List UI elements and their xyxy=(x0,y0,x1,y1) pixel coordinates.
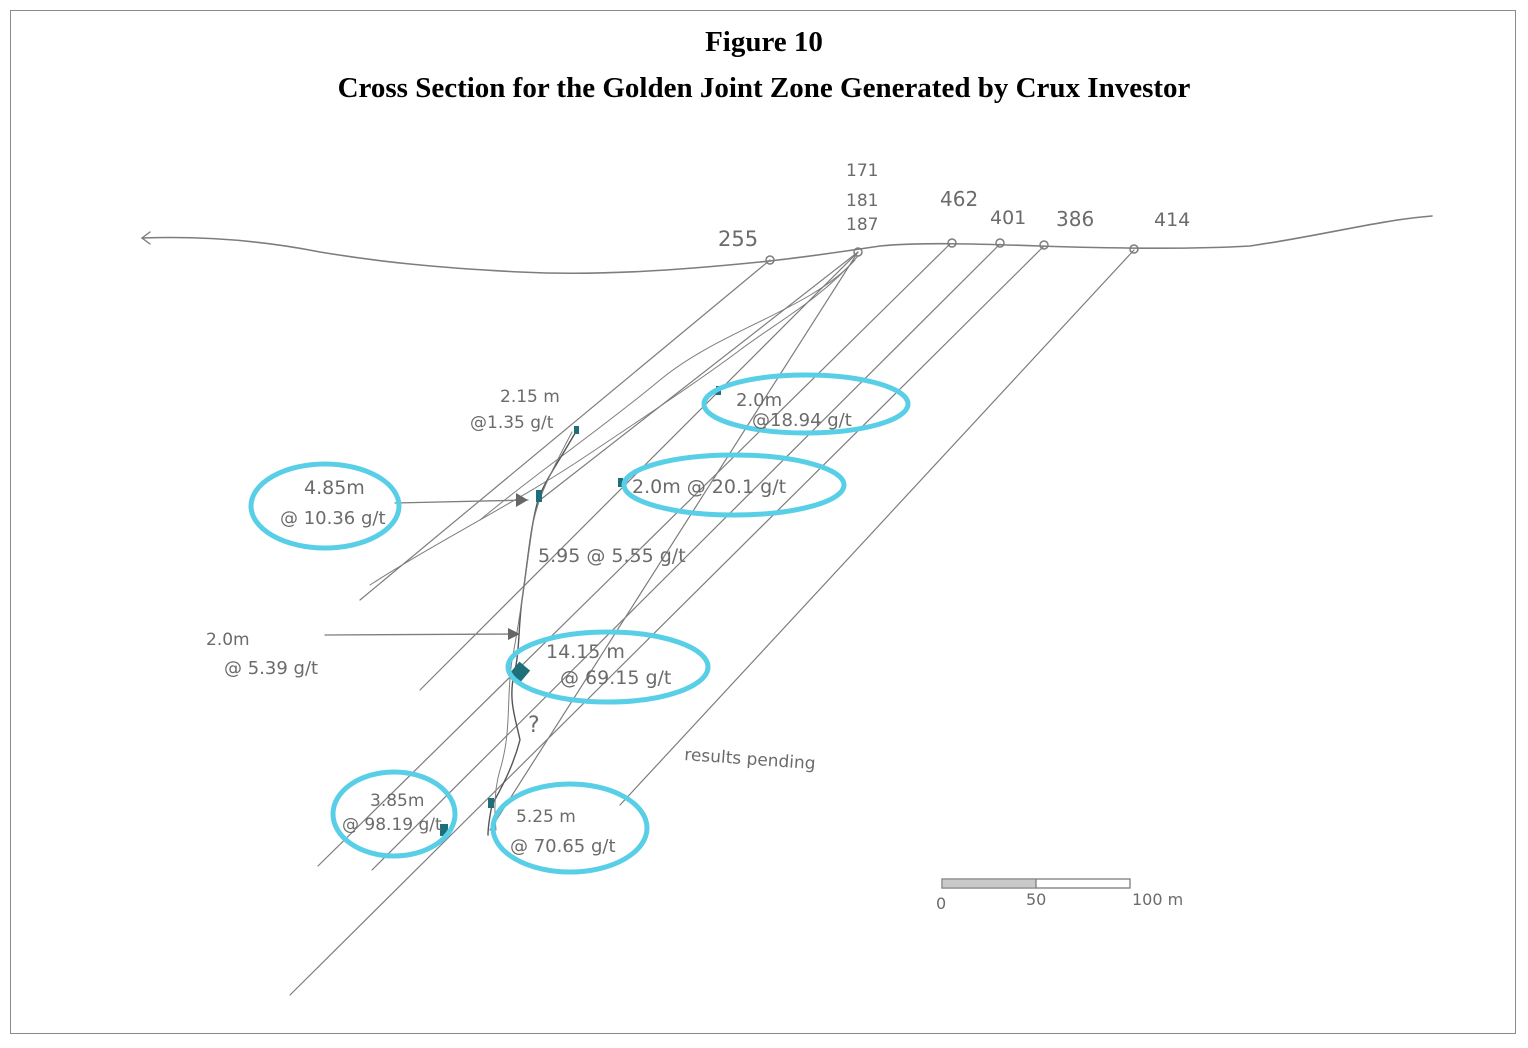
intercept-marker xyxy=(488,798,494,808)
highlight-ellipse-69-15 xyxy=(505,629,711,705)
collar-label-414: 414 xyxy=(1154,209,1190,231)
ground-left-arrow xyxy=(140,231,151,245)
collars xyxy=(765,238,1139,265)
intercept-8-grade: @ 98.19 g/t xyxy=(342,815,442,835)
drill-hole-171 xyxy=(539,251,859,501)
drill-hole-414 xyxy=(619,249,1135,806)
intercept-markers xyxy=(440,386,721,836)
intercept-2-length: 2.0m xyxy=(736,390,782,411)
intercept-4-text: 2.0m @ 20.1 g/t xyxy=(632,476,786,498)
scale-label-50: 50 xyxy=(1026,890,1046,909)
intercept-9-grade: @ 70.65 g/t xyxy=(510,836,616,857)
drill-hole-386 xyxy=(289,245,1045,996)
vein-trace-2 xyxy=(494,431,573,831)
arrowhead-2-0m xyxy=(508,628,520,640)
highlight-ellipse-98-19 xyxy=(330,769,458,859)
drill-hole-401 xyxy=(371,243,1001,871)
figure-number: Figure 10 xyxy=(705,26,823,58)
results-pending-note: results pending xyxy=(684,745,817,774)
scale-label-100m: 100 m xyxy=(1132,890,1183,909)
scale-bar-filled-segment xyxy=(941,878,1037,889)
collar-414 xyxy=(1129,244,1139,254)
collar-171-181-187 xyxy=(853,247,863,257)
highlight-ellipse-70-65 xyxy=(490,781,650,875)
ground-surface xyxy=(141,215,1433,275)
intercept-2-grade: @18.94 g/t xyxy=(752,410,852,431)
collar-386 xyxy=(1039,240,1049,250)
highlight-ellipse-10-36 xyxy=(248,461,402,551)
intercept-7-grade: @ 69.15 g/t xyxy=(560,667,671,689)
figure-frame xyxy=(10,10,1516,1034)
figure-title: Cross Section for the Golden Joint Zone … xyxy=(337,72,1191,104)
intercept-9-length: 5.25 m xyxy=(516,807,576,827)
highlight-ellipses xyxy=(248,372,911,875)
arrow-4-85m xyxy=(394,499,529,504)
collar-label-187: 187 xyxy=(846,215,878,235)
intercept-marker xyxy=(440,824,448,836)
collar-label-401: 401 xyxy=(990,207,1026,229)
intercept-marker xyxy=(574,426,579,434)
drill-hole-trace-upper xyxy=(369,255,859,586)
highlight-ellipse-20-1 xyxy=(621,452,847,518)
drill-hole-187 xyxy=(489,251,859,831)
intercept-1-grade: @1.35 g/t xyxy=(470,413,554,433)
collar-label-255: 255 xyxy=(718,227,758,251)
intercept-7-length: 14.15 m xyxy=(546,641,625,663)
question-mark: ? xyxy=(528,713,540,738)
intercept-6-length: 2.0m xyxy=(206,630,250,650)
collar-label-171: 171 xyxy=(846,161,878,181)
drill-hole-255 xyxy=(359,259,771,601)
collar-255 xyxy=(765,255,775,265)
collar-label-386: 386 xyxy=(1056,207,1094,231)
collar-label-462: 462 xyxy=(940,187,978,211)
drill-hole-462 xyxy=(317,243,951,867)
collar-label-181: 181 xyxy=(846,191,878,211)
collar-462 xyxy=(947,238,957,248)
collar-401 xyxy=(995,238,1005,248)
scale-bar xyxy=(941,878,1131,889)
scale-label-0: 0 xyxy=(936,894,946,913)
intercept-1-length: 2.15 m xyxy=(500,387,560,407)
drill-hole-trace-lower xyxy=(479,259,856,521)
arrow-2-0m xyxy=(324,633,519,636)
intercept-3-grade: @ 10.36 g/t xyxy=(280,508,386,529)
intercept-marker xyxy=(618,478,623,487)
intercept-3-length: 4.85m xyxy=(304,477,365,499)
highlight-ellipse-18-94 xyxy=(701,372,911,436)
intercept-6-grade: @ 5.39 g/t xyxy=(224,658,318,679)
intercept-5-text: 5.95 @ 5.55 g/t xyxy=(538,545,686,567)
intercept-marker xyxy=(536,490,542,502)
arrowhead-4-85m xyxy=(516,493,528,507)
intercept-8-length: 3.85m xyxy=(370,791,424,811)
